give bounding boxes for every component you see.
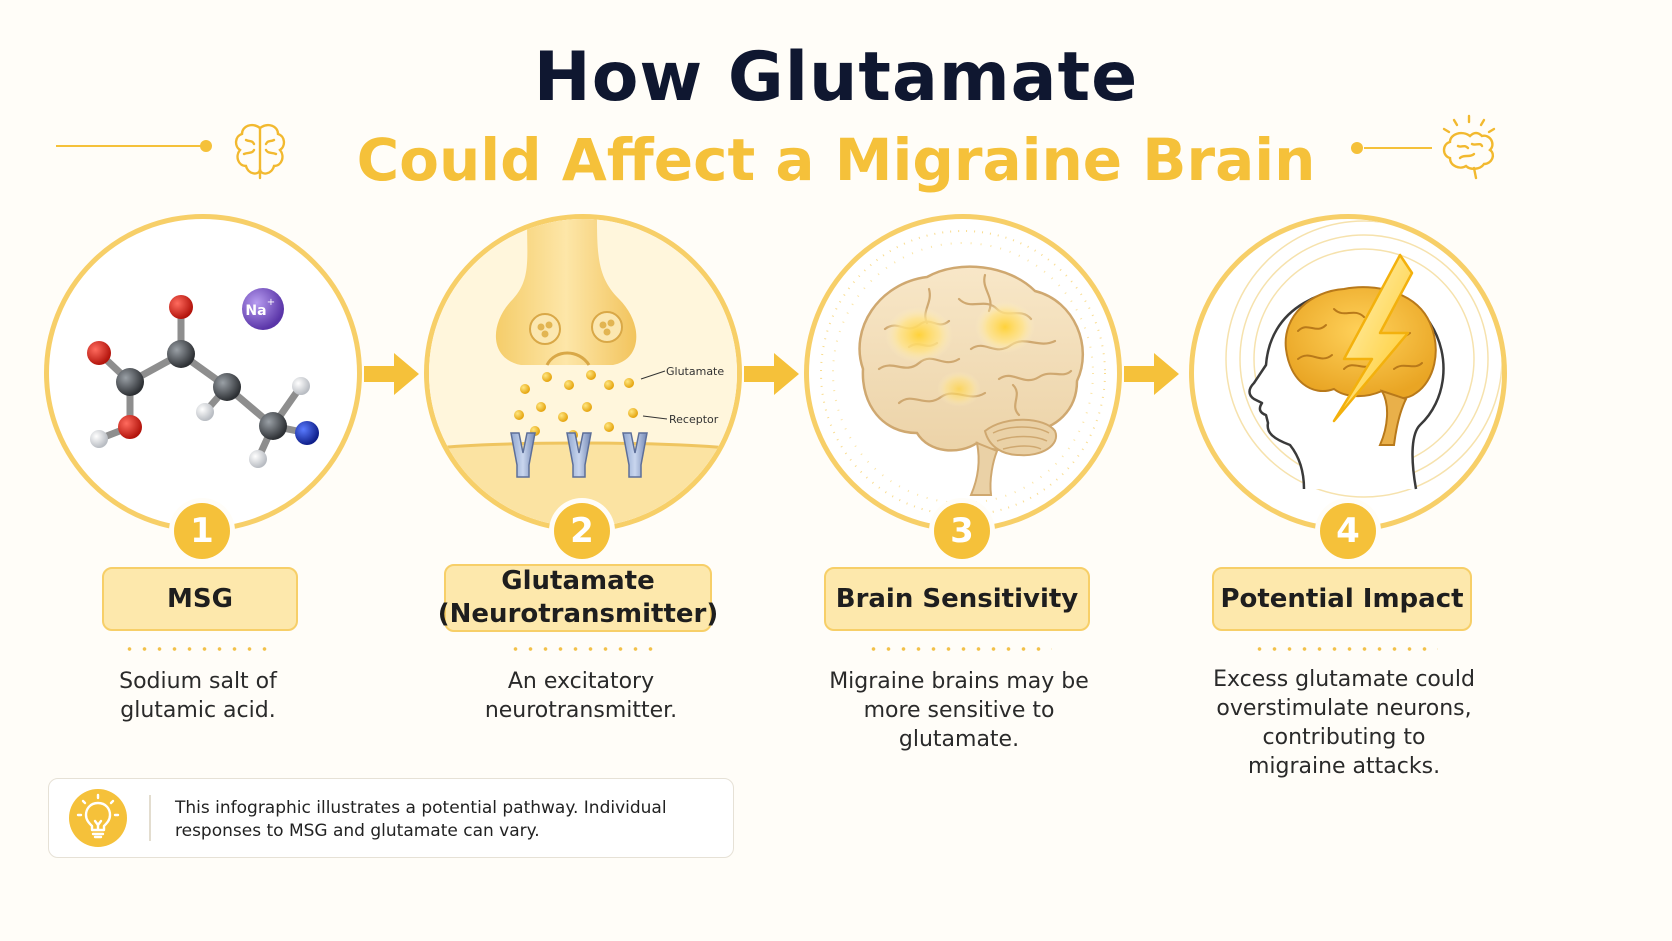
step-2-dots (508, 647, 658, 651)
title-right-dot (1351, 142, 1363, 154)
arrow-right-icon (1124, 353, 1179, 395)
arrow-right-icon (744, 353, 799, 395)
step-1-illustration: Na + (44, 214, 362, 532)
step-1-dots (122, 647, 272, 651)
note-text-line: responses to MSG and glutamate can vary. (175, 821, 540, 841)
page-title: How Glutamate (533, 38, 1139, 117)
step-2-title-line-1: Glutamate (501, 566, 655, 596)
step-2-number: 2 (554, 503, 610, 559)
step-3-title: Brain Sensitivity (835, 583, 1079, 614)
step-4-title: Potential Impact (1220, 583, 1464, 614)
brain-icon (234, 123, 286, 180)
step-4-description-line: contributing to (1262, 725, 1426, 750)
note-text-line: This infographic illustrates a potential… (175, 798, 667, 818)
step-1-description-line: glutamic acid. (120, 698, 276, 723)
step-3-number: 3 (934, 503, 990, 559)
step-2-description-line: An excitatory (507, 669, 655, 694)
step-2-title-line-2: (Neurotransmitter) (437, 599, 719, 629)
step-4-description-line: migraine attacks. (1247, 754, 1441, 779)
title-left-line (56, 145, 204, 147)
step-3-description-line: Migraine brains may be (829, 669, 1089, 694)
step-1-description: Sodium salt of glutamic acid. (80, 667, 316, 725)
step-1-number: 1 (174, 503, 230, 559)
step-4-title-box: Potential Impact (1212, 567, 1472, 631)
step-2-title-box: Glutamate (Neurotransmitter) (438, 564, 718, 632)
lightbulb-icon (69, 789, 127, 847)
arrow-right-icon (364, 353, 419, 395)
page-subtitle: Could Affect a Migraine Brain (356, 126, 1316, 194)
note-text: This infographic illustrates a potential… (175, 797, 715, 843)
step-4-dots (1252, 647, 1438, 651)
step-4-description-line: Excess glutamate could (1213, 667, 1475, 692)
disclaimer-note: This infographic illustrates a potential… (48, 778, 734, 858)
step-3-illustration (804, 214, 1122, 532)
step-2-illustration: Glutamate Receptor (424, 214, 742, 532)
step-2-description-line: neurotransmitter. (484, 698, 678, 723)
glutamate-label: Glutamate (666, 365, 724, 378)
note-divider (149, 795, 151, 841)
brain-glow-icon (1442, 114, 1496, 180)
step-3-title-box: Brain Sensitivity (824, 567, 1090, 631)
step-4-illustration (1189, 214, 1507, 532)
title-left-dot (200, 140, 212, 152)
msg-molecule-illustration: Na + (87, 288, 319, 468)
head-lightning-illustration (1225, 220, 1502, 498)
brain-illustration (820, 230, 1106, 516)
step-2-description: An excitatory neurotransmitter. (446, 667, 716, 725)
step-4-description: Excess glutamate could overstimulate neu… (1196, 665, 1492, 781)
receptor-label: Receptor (669, 413, 719, 426)
step-3-description: Migraine brains may be more sensitive to… (804, 667, 1114, 754)
step-1-title-box: MSG (102, 567, 298, 631)
title-right-line (1364, 147, 1432, 149)
sodium-ion-charge: + (267, 297, 275, 308)
step-4-description-line: overstimulate neurons, (1216, 696, 1472, 721)
sodium-ion-label: Na (245, 303, 266, 319)
step-3-dots (866, 647, 1052, 651)
step-1-description-line: Sodium salt of (119, 669, 277, 694)
synapse-illustration: Glutamate Receptor (429, 219, 737, 527)
step-3-description-line: more sensitive to glutamate. (863, 698, 1055, 752)
step-4-number: 4 (1320, 503, 1376, 559)
step-1-title: MSG (167, 583, 233, 614)
